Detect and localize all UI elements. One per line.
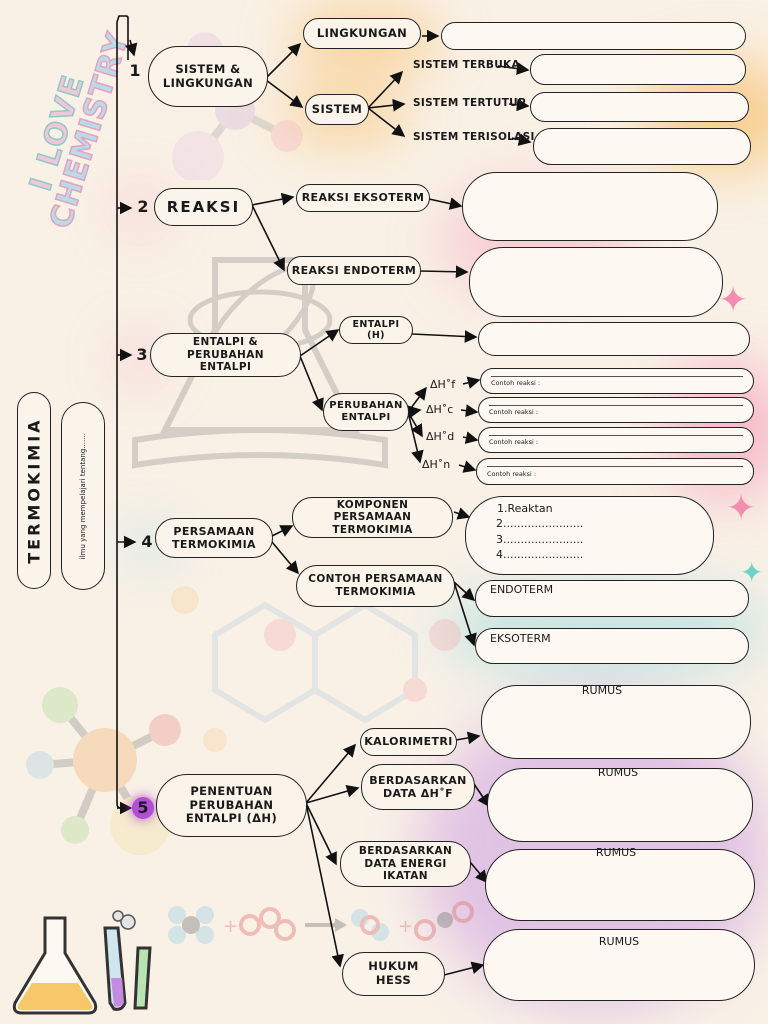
node-kalorimetri: KALORIMETRI — [360, 728, 457, 756]
section-number-3: 3 — [136, 345, 148, 364]
hexagon-network-decoration — [171, 586, 461, 752]
atom-ball-decoration — [26, 687, 181, 855]
label-sistem-terisolasi: SISTEM TERISOLASI — [413, 131, 535, 143]
sparkle-icon: ✦ — [718, 280, 749, 321]
label-dh-c: ΔH˚c — [426, 403, 454, 416]
node-hukum-hess: HUKUM HESS — [342, 952, 445, 996]
contoh-reaksi-label: Contoh reaksi : — [487, 470, 537, 478]
section-number-5: 5 — [132, 797, 154, 819]
node-energi-ikatan: BERDASARKAN DATA ENERGI IKATAN — [340, 841, 471, 887]
rumus-label: RUMUS — [598, 935, 640, 948]
reaction-equation-decoration: + + — [168, 901, 474, 944]
node-entalpi-perubahan: ENTALPI & PERUBAHAN ENTALPI — [150, 333, 301, 377]
contoh-reaksi-label: Contoh reaksi : — [491, 379, 541, 387]
node-sistem: SISTEM — [305, 94, 369, 125]
answer-box-dh-d[interactable]: Contoh reaksi : — [478, 427, 754, 453]
answer-box-lingkungan[interactable] — [441, 22, 746, 50]
svg-text:+: + — [398, 916, 413, 937]
komponen-item-4: 4....................... — [496, 548, 584, 561]
sparkle-icon: ✦ — [740, 556, 764, 589]
node-perubahan-entalpi: PERUBAHAN ENTALPI — [323, 393, 409, 431]
contoh-reaksi-label: Contoh reaksi : — [489, 408, 539, 416]
answer-box-dh-f[interactable]: Contoh reaksi : — [480, 368, 754, 394]
answer-box-eksoterm[interactable]: EKSOTERM — [475, 628, 749, 664]
answer-box-komponen[interactable]: 1.Reaktan 2....................... 3....… — [465, 496, 714, 575]
rumus-label: RUMUS — [595, 846, 637, 859]
node-sistem-lingkungan: SISTEM & LINGKUNGAN — [148, 46, 268, 107]
answer-box-hukum-hess[interactable]: RUMUS — [483, 929, 755, 1001]
komponen-item-1: 1.Reaktan — [497, 502, 553, 515]
answer-box-reaksi-endoterm[interactable] — [469, 247, 723, 317]
node-persamaan-termokimia: PERSAMAAN TERMOKIMIA — [155, 518, 273, 558]
label-sistem-tertutup: SISTEM TERTUTUP — [413, 97, 526, 109]
answer-box-endoterm[interactable]: ENDOTERM — [475, 580, 749, 617]
answer-box-sistem-terisolasi[interactable] — [533, 128, 751, 165]
answer-box-data-dhf[interactable]: RUMUS — [487, 766, 753, 842]
node-penentuan: PENENTUAN PERUBAHAN ENTALPI (ΔH) — [156, 774, 307, 837]
endoterm-label: ENDOTERM — [490, 583, 554, 596]
komponen-item-2: 2....................... — [496, 517, 584, 530]
section-number-2: 2 — [137, 197, 149, 216]
node-reaksi: REAKSI — [154, 188, 253, 226]
answer-box-dh-c[interactable]: Contoh reaksi : — [478, 397, 754, 423]
komponen-item-3: 3....................... — [496, 533, 584, 546]
node-reaksi-endoterm: REAKSI ENDOTERM — [287, 256, 421, 285]
node-contoh-persamaan: CONTOH PERSAMAAN TERMOKIMIA — [296, 565, 455, 607]
label-dh-f: ΔH˚f — [430, 378, 456, 391]
section-number-4: 4 — [141, 532, 153, 551]
label-sistem-terbuka: SISTEM TERBUKA — [413, 59, 520, 71]
section-number-1: 1 — [129, 61, 141, 80]
sparkle-icon: ✦ — [726, 488, 757, 529]
title-pill: TERMOKIMIA — [17, 392, 51, 589]
answer-box-entalpi-h[interactable] — [478, 322, 750, 356]
answer-box-reaksi-eksoterm[interactable] — [462, 172, 718, 241]
label-dh-n: ΔH˚n — [422, 458, 451, 471]
node-komponen-persamaan: KOMPONEN PERSAMAAN TERMOKIMIA — [292, 497, 453, 538]
answer-box-dh-n[interactable]: Contoh reaksi : — [476, 458, 754, 485]
answer-box-kalorimetri[interactable]: RUMUS — [481, 684, 751, 759]
eksoterm-label: EKSOTERM — [490, 632, 551, 645]
answer-box-energi-ikatan[interactable]: RUMUS — [485, 846, 755, 921]
answer-box-sistem-tertutup[interactable] — [530, 92, 749, 122]
node-reaksi-eksoterm: REAKSI EKSOTERM — [296, 184, 430, 212]
flask-decoration — [12, 910, 152, 1015]
label-dh-d: ΔH˚d — [426, 430, 455, 443]
rumus-label: RUMUS — [597, 766, 639, 779]
svg-text:+: + — [223, 916, 238, 937]
node-lingkungan: LINGKUNGAN — [303, 18, 421, 49]
node-entalpi-h: ENTALPI (H) — [339, 316, 413, 344]
node-data-dhf: BERDASARKAN DATA ΔH˚F — [361, 764, 475, 810]
rumus-label: RUMUS — [581, 684, 623, 697]
subtitle-pill: ilmu yang mempelajari tentang....... — [61, 402, 105, 590]
answer-box-sistem-terbuka[interactable] — [530, 54, 746, 85]
contoh-reaksi-label: Contoh reaksi : — [489, 438, 539, 446]
